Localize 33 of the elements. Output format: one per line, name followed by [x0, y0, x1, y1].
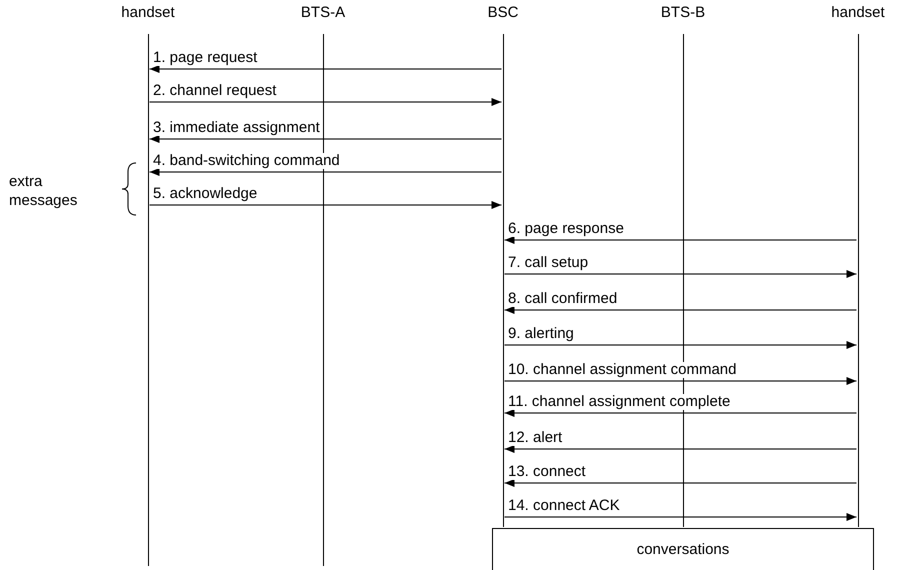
edge-label: 10. channel assignment command — [507, 362, 738, 378]
edge-label: 4. band-switching command — [152, 153, 341, 169]
edge-label: 6. page response — [507, 221, 625, 237]
message-arrow — [504, 377, 857, 385]
message-arrow — [504, 513, 857, 521]
edge-label: 1. page request — [152, 50, 258, 66]
edge-label: 11. channel assignment complete — [507, 394, 732, 410]
message-arrow — [504, 306, 857, 314]
lifeline-label: BSC — [486, 4, 520, 21]
edge-label: 8. call confirmed — [507, 291, 618, 307]
lifeline-label: handset — [120, 4, 176, 21]
edge-label: 12. alert — [507, 430, 564, 446]
activity-box — [492, 528, 874, 570]
message-arrow — [504, 270, 857, 278]
message-arrow — [149, 65, 502, 73]
lifeline-label: handset — [830, 4, 886, 21]
message-arrow — [504, 236, 857, 244]
message-arrow — [149, 201, 502, 209]
edge-label: 3. immediate assignment — [152, 120, 321, 136]
lifeline-label: BTS-B — [660, 4, 706, 21]
edge-label: 7. call setup — [507, 255, 590, 271]
edge-label: 9. alerting — [507, 326, 575, 342]
box-label: conversations — [636, 541, 730, 558]
message-arrow — [149, 135, 502, 143]
message-arrow — [149, 168, 502, 176]
edge-label: 2. channel request — [152, 83, 278, 99]
edge-label: 5. acknowledge — [152, 186, 258, 202]
message-arrow — [504, 409, 857, 417]
message-arrow — [504, 445, 857, 453]
message-arrow — [149, 98, 502, 106]
edge-label: 13. connect — [507, 464, 587, 480]
lifeline-label: BTS-A — [300, 4, 346, 21]
message-arrow — [504, 479, 857, 487]
